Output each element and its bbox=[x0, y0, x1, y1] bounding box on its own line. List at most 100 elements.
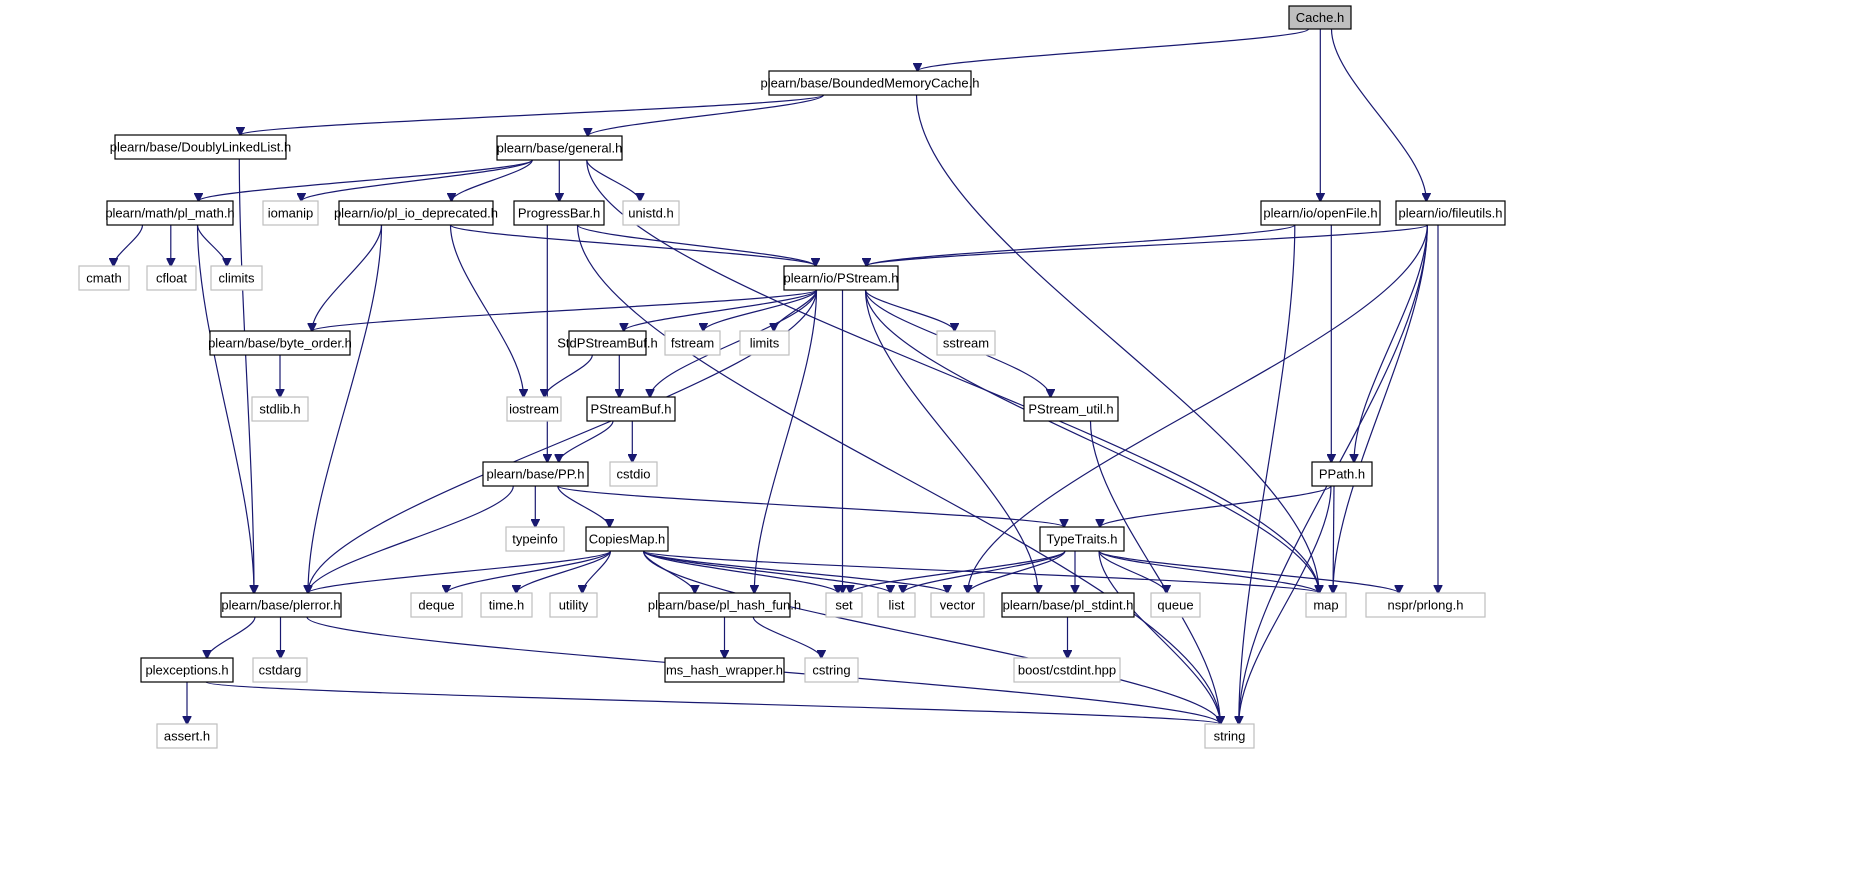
node-label: Cache.h bbox=[1296, 10, 1344, 25]
node-stdpstreambuf-h[interactable]: StdPStreamBuf.h bbox=[557, 330, 658, 356]
node-plearn-base-pp-h[interactable]: plearn/base/PP.h bbox=[482, 461, 589, 487]
node-deque: deque bbox=[410, 592, 463, 618]
node-label: sstream bbox=[943, 336, 989, 351]
edge-typetraits-h-to-map bbox=[1098, 550, 1319, 593]
node-copiesmap-h[interactable]: CopiesMap.h bbox=[585, 526, 669, 552]
node-box bbox=[220, 592, 342, 618]
node-plexceptions-h[interactable]: plexceptions.h bbox=[140, 657, 234, 683]
node-box bbox=[1288, 5, 1352, 30]
nodes-layer: Cache.h plearn/base/BoundedMemoryCache.h p… bbox=[78, 5, 1506, 749]
node-label: PPath.h bbox=[1319, 467, 1365, 482]
node-pstream-util-h[interactable]: PStream_util.h bbox=[1023, 396, 1119, 422]
edge-pstreambuf-h-to-plearn-base-pp-h bbox=[559, 420, 614, 462]
node-set: set bbox=[825, 592, 863, 618]
node-box bbox=[1365, 592, 1486, 618]
node-label: cstdio bbox=[617, 467, 651, 482]
node-box bbox=[930, 592, 985, 618]
edge-ppath-h-to-string bbox=[1239, 485, 1332, 724]
node-pstreambuf-h[interactable]: PStreamBuf.h bbox=[586, 396, 676, 422]
node-box bbox=[209, 330, 351, 356]
edge-plearn-io-pstream-h-to-plearn-base-byte-order-h bbox=[312, 289, 818, 331]
edge-plearn-io-pl-io-deprecated-h-to-iostream bbox=[449, 224, 524, 397]
edge-plearn-base-general-h-to-plearn-io-pl-io-deprecated-h bbox=[452, 159, 533, 201]
node-box bbox=[568, 330, 647, 356]
node-label: cstdarg bbox=[259, 663, 302, 678]
node-cfloat: cfloat bbox=[146, 265, 197, 291]
edge-plearn-base-plerror-h-to-plexceptions-h bbox=[207, 616, 256, 658]
edge-plearn-io-fileutils-h-to-map bbox=[1333, 224, 1428, 593]
node-plearn-base-pl-stdint-h[interactable]: plearn/base/pl_stdint.h bbox=[1001, 592, 1135, 618]
node-box bbox=[106, 200, 234, 226]
node-box bbox=[1023, 396, 1119, 422]
node-label: cfloat bbox=[156, 271, 187, 286]
node-plearn-base-plerror-h[interactable]: plearn/base/plerror.h bbox=[220, 592, 342, 618]
node-label: PStream_util.h bbox=[1028, 402, 1113, 417]
node-label: StdPStreamBuf.h bbox=[557, 336, 657, 351]
node-box bbox=[1013, 657, 1121, 683]
node-label: boost/cstdint.hpp bbox=[1018, 663, 1116, 678]
node-boost-cstdint-hpp: boost/cstdint.hpp bbox=[1013, 657, 1121, 683]
node-string: string bbox=[1204, 723, 1255, 749]
node-label: fstream bbox=[671, 336, 714, 351]
edge-plearn-io-fileutils-h-to-ppath-h bbox=[1354, 224, 1428, 462]
node-cstdio: cstdio bbox=[609, 461, 658, 487]
edge-plearn-io-pl-io-deprecated-h-to-plearn-io-pstream-h bbox=[449, 224, 816, 266]
node-plearn-base-doublylinkedlist-h[interactable]: plearn/base/DoublyLinkedList.h bbox=[110, 134, 291, 160]
node-plearn-base-pl-hash-fun-h[interactable]: plearn/base/pl_hash_fun.h bbox=[648, 592, 801, 618]
node-plearn-io-pstream-h[interactable]: plearn/io/PStream.h bbox=[783, 265, 899, 291]
node-box bbox=[664, 330, 721, 356]
node-box bbox=[825, 592, 863, 618]
node-box bbox=[1260, 200, 1381, 226]
edge-plearn-base-general-h-to-iomanip bbox=[301, 159, 533, 201]
edge-plearn-base-pp-h-to-typetraits-h bbox=[557, 485, 1064, 527]
node-label: plearn/io/openFile.h bbox=[1263, 206, 1377, 221]
node-ppath-h[interactable]: PPath.h bbox=[1311, 461, 1373, 487]
edge-copiesmap-h-to-plearn-base-plerror-h bbox=[308, 550, 612, 593]
edge-plearn-io-pstream-h-to-plearn-base-pl-stdint-h bbox=[864, 289, 1039, 593]
node-box bbox=[585, 526, 669, 552]
node-box bbox=[114, 134, 287, 160]
node-box bbox=[783, 265, 899, 291]
node-label: cstring bbox=[812, 663, 850, 678]
node-typetraits-h[interactable]: TypeTraits.h bbox=[1039, 526, 1125, 552]
edge-plearn-base-pl-hash-fun-h-to-cstring bbox=[752, 616, 821, 658]
edge-plearn-io-pl-io-deprecated-h-to-plearn-base-byte-order-h bbox=[312, 224, 383, 331]
edge-plearn-io-pl-io-deprecated-h-to-plearn-base-plerror-h bbox=[308, 224, 383, 593]
node-ms-hash-wrapper-h[interactable]: ms_hash_wrapper.h bbox=[664, 657, 785, 683]
node-plearn-math-pl-math-h[interactable]: plearn/math/pl_math.h bbox=[105, 200, 235, 226]
node-plearn-base-byte-order-h[interactable]: plearn/base/byte_order.h bbox=[208, 330, 352, 356]
node-plearn-io-openfile-h[interactable]: plearn/io/openFile.h bbox=[1260, 200, 1381, 226]
node-progressbar-h[interactable]: ProgressBar.h bbox=[513, 200, 605, 226]
node-label: vector bbox=[940, 598, 976, 613]
edge-copiesmap-h-to-list bbox=[642, 550, 891, 593]
node-iostream: iostream bbox=[506, 396, 562, 422]
node-plearn-base-general-h[interactable]: plearn/base/general.h bbox=[496, 135, 623, 161]
edge-cache-h-to-plearn-io-fileutils-h bbox=[1330, 28, 1427, 201]
node-plearn-base-boundedmemorycache-h[interactable]: plearn/base/BoundedMemoryCache.h bbox=[761, 70, 980, 96]
node-label: plearn/base/pl_stdint.h bbox=[1003, 598, 1134, 613]
node-box bbox=[496, 135, 623, 161]
edge-copiesmap-h-to-utility bbox=[582, 550, 612, 593]
edge-plearn-base-general-h-to-unistd-h bbox=[586, 159, 640, 201]
node-fstream: fstream bbox=[664, 330, 721, 356]
node-cache-h[interactable]: Cache.h bbox=[1288, 5, 1352, 30]
node-box bbox=[1001, 592, 1135, 618]
edge-plearn-base-doublylinkedlist-h-to-plearn-base-plerror-h bbox=[238, 158, 254, 593]
node-box bbox=[804, 657, 859, 683]
node-sstream: sstream bbox=[936, 330, 996, 356]
edge-typetraits-h-to-set bbox=[850, 550, 1066, 593]
node-label: unistd.h bbox=[628, 206, 674, 221]
edge-plearn-io-pstream-h-to-stdpstreambuf-h bbox=[624, 289, 818, 331]
node-label: plearn/base/PP.h bbox=[486, 467, 584, 482]
edge-plearn-base-boundedmemorycache-h-to-map bbox=[915, 94, 1320, 593]
node-unistd-h: unistd.h bbox=[622, 200, 680, 226]
node-plearn-io-pl-io-deprecated-h[interactable]: plearn/io/pl_io_deprecated.h bbox=[334, 200, 498, 226]
node-box bbox=[1204, 723, 1255, 749]
node-box bbox=[1311, 461, 1373, 487]
edge-plearn-base-boundedmemorycache-h-to-plearn-base-doublylinkedlist-h bbox=[240, 94, 825, 135]
node-box bbox=[146, 265, 197, 291]
node-limits: limits bbox=[739, 330, 790, 356]
node-label: queue bbox=[1157, 598, 1193, 613]
node-plearn-io-fileutils-h[interactable]: plearn/io/fileutils.h bbox=[1395, 200, 1506, 226]
edge-typetraits-h-to-nspr-prlong-h bbox=[1098, 550, 1399, 593]
